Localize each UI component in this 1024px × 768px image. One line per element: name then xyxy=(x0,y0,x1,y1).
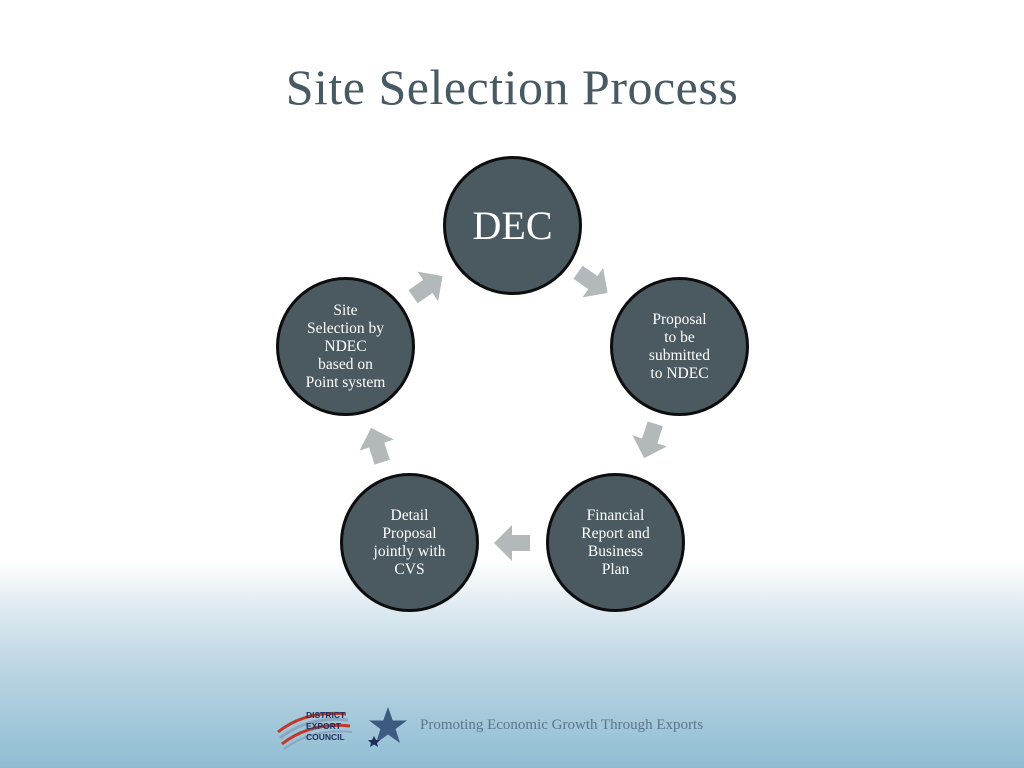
page-title: Site Selection Process xyxy=(285,59,739,115)
arrow-financial-to-detail-icon xyxy=(494,525,530,561)
arrow-detail-to-site-icon xyxy=(359,427,394,465)
arrow-proposal-to-financial-icon xyxy=(632,421,667,459)
logo-word-district: DISTRICT xyxy=(306,710,346,720)
logo-word-council: COUNCIL xyxy=(306,732,345,742)
cycle-node-financial-report: Financial Report and Business Plan xyxy=(546,473,685,612)
logo-word-export: EXPORT xyxy=(306,721,342,731)
district-export-council-logo: DISTRICT EXPORT COUNCIL xyxy=(277,707,407,750)
cycle-node-site-selection: Site Selection by NDEC based on Point sy… xyxy=(276,277,415,416)
logo-star-icon xyxy=(369,707,407,743)
footer-tagline: Promoting Economic Growth Through Export… xyxy=(420,717,704,733)
footer: DISTRICT EXPORT COUNCIL Promoting Econom… xyxy=(276,702,756,752)
arrow-site-to-dec-icon xyxy=(408,271,443,304)
arrow-dec-to-proposal-icon xyxy=(573,265,608,298)
cycle-node-proposal: Proposal to be submitted to NDEC xyxy=(610,277,749,416)
cycle-node-detail-proposal: Detail Proposal jointly with CVS xyxy=(340,473,479,612)
cycle-node-dec: DEC xyxy=(443,156,582,295)
cycle-arrows xyxy=(359,265,667,561)
